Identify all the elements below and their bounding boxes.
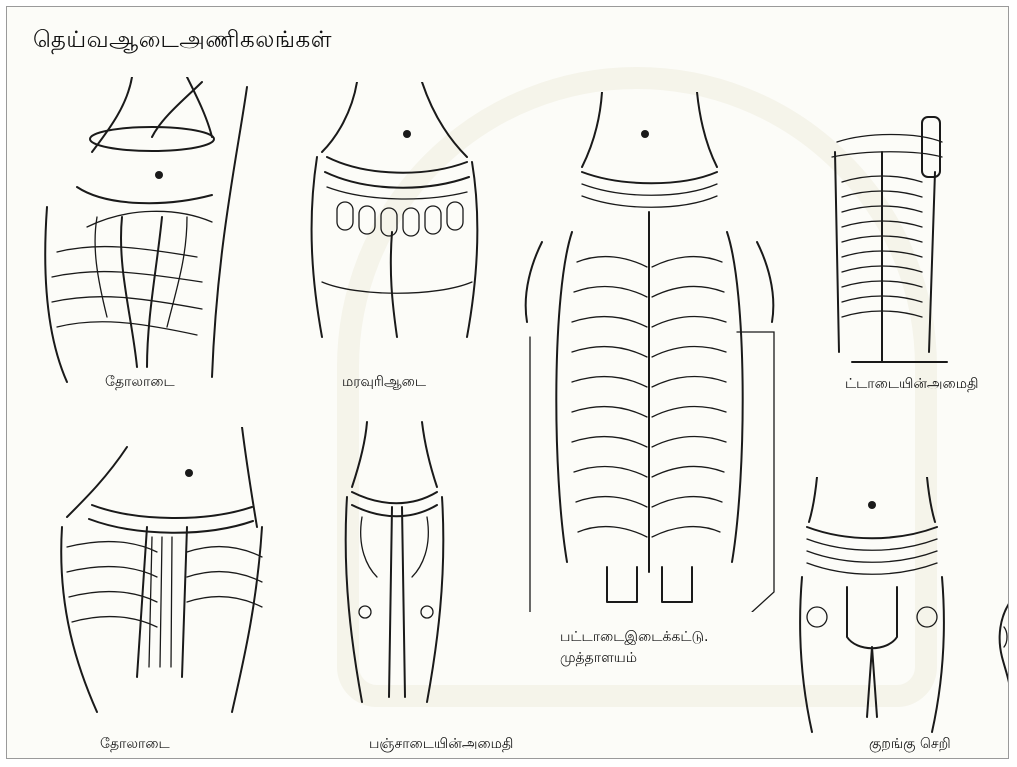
caption-bottom-right: குறங்கு செறி (869, 736, 951, 754)
drawing-edge-partial (992, 597, 1009, 697)
drawing-bottom-right (787, 477, 957, 737)
caption-top-middle: மரவுரிஆடை (342, 374, 426, 392)
caption-top-right: ட்டாடையின்அமைதி (845, 376, 978, 394)
drawing-center (512, 92, 782, 612)
caption-top-left: தோலாடை (105, 374, 175, 392)
drawing-top-right (817, 112, 967, 372)
drawing-bottom-middle (337, 417, 457, 707)
drawing-top-middle (297, 82, 487, 342)
document-page: தெய்வஆடைஅணிகலங்கள் (6, 6, 1009, 759)
caption-bottom-middle: பஞ்சாடையின்அமைதி (369, 736, 513, 754)
drawing-bottom-left (57, 427, 267, 717)
caption-center-line2: முத்தாளயம் (560, 650, 637, 668)
drawing-top-left (37, 77, 257, 387)
caption-bottom-left: தோலாடை (100, 736, 170, 754)
page-title: தெய்வஆடைஅணிகலங்கள் (33, 27, 332, 56)
caption-center-line1: பட்டாடைஇடைக்கட்டு. (560, 629, 708, 647)
